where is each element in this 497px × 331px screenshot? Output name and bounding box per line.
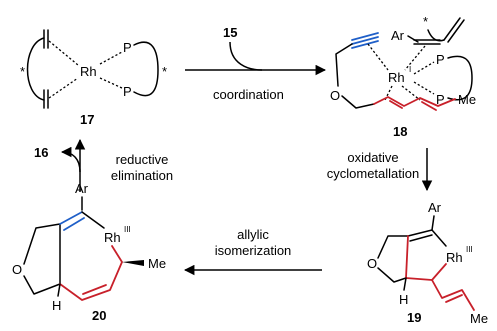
- release-16-curve: [60, 146, 81, 173]
- c18-number: 18: [393, 124, 407, 139]
- c19-oxygen: O: [367, 256, 377, 271]
- c20-oxygen: O: [12, 262, 22, 277]
- step-reductive-label-2: elimination: [111, 168, 173, 183]
- c17-rh: Rh: [80, 64, 97, 79]
- c18-p-bottom: P: [436, 92, 445, 107]
- c17-number: 17: [80, 112, 94, 127]
- step-oxidative-label-2: cyclometallation: [327, 166, 420, 181]
- c20-methyl: Me: [148, 256, 166, 271]
- arrow-allylic-isomerization: allylic isomerization: [183, 227, 322, 276]
- c19-methyl: Me: [470, 311, 488, 326]
- c18-diene: [373, 96, 456, 107]
- c17-p-bottom: P: [123, 84, 132, 99]
- c18-p-top: P: [436, 52, 445, 67]
- arrow-reductive-elimination: 16 reductive elimination: [34, 138, 173, 192]
- step-allylic-label-2: isomerization: [215, 243, 292, 258]
- c20-h: H: [52, 298, 61, 313]
- step-oxidative-label-1: oxidative: [347, 150, 398, 165]
- arrow-coordination: 15 coordination: [185, 25, 327, 102]
- c18-ar: Ar: [391, 28, 405, 43]
- step-reductive-label-1: reductive: [116, 152, 169, 167]
- compound-18: * Ar O Rh I P P Me 18: [330, 14, 476, 139]
- c19-rh: Rh: [446, 250, 463, 265]
- c18-star: *: [423, 14, 428, 29]
- c18-methyl: Me: [458, 92, 476, 107]
- compound-19: Ar O Rh III H Me 19: [367, 200, 488, 326]
- c18-alkyne: [351, 36, 379, 45]
- c19-propenyl: [431, 279, 475, 311]
- compound-17: * Rh P P * 17: [20, 29, 167, 127]
- c18-oxygen: O: [330, 88, 340, 103]
- arrow-oxidative-cyclometallation: oxidative cyclometallation: [327, 148, 433, 192]
- c19-number: 19: [407, 310, 421, 325]
- c20-number: 20: [92, 308, 106, 323]
- step-allylic-label-1: allylic: [237, 227, 269, 242]
- c20-vinyl-bond: [59, 211, 83, 225]
- c20-metallacycle: [59, 245, 123, 301]
- c17-phosphine-backbone: [133, 41, 159, 97]
- c20-rh-ox-state: III: [124, 225, 131, 234]
- step-coordination-label: coordination: [213, 87, 284, 102]
- c19-ring-fusion: [405, 235, 433, 281]
- c20-ar: Ar: [75, 181, 89, 196]
- c17-star-right: *: [162, 64, 167, 79]
- reagent-15-label: 15: [223, 25, 237, 40]
- c19-h: H: [399, 292, 408, 307]
- c19-ar: Ar: [428, 200, 442, 215]
- compound-20: Ar O Rh III Me H 20: [12, 181, 166, 323]
- product-16-label: 16: [34, 145, 48, 160]
- c19-rh-ox-state: III: [466, 245, 473, 254]
- c18-rh: Rh: [388, 70, 405, 85]
- c17-star-left: *: [20, 64, 25, 79]
- c17-p-top: P: [123, 40, 132, 55]
- reagent-15-curve: [229, 41, 263, 71]
- c18-rh-ox-state: I: [409, 65, 411, 74]
- c20-rh: Rh: [104, 230, 121, 245]
- c17-left-tether: [26, 37, 45, 101]
